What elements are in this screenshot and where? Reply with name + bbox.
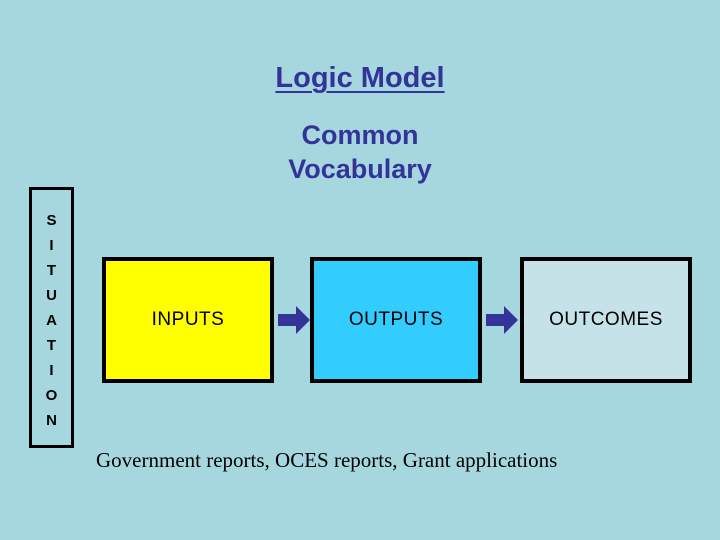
situation-box: S I T U A T I O N bbox=[29, 187, 74, 448]
situation-letter: S bbox=[46, 212, 57, 229]
caption-text: Government reports, OCES reports, Grant … bbox=[96, 448, 558, 472]
situation-letter: U bbox=[46, 287, 57, 304]
situation-letter: I bbox=[49, 237, 54, 254]
flow-arrow-right-icon bbox=[277, 303, 311, 337]
flow-box-outcomes: OUTCOMES bbox=[520, 257, 692, 383]
situation-letter: I bbox=[49, 362, 54, 379]
situation-letter: A bbox=[46, 312, 57, 329]
situation-letter: O bbox=[45, 387, 58, 404]
page-title-text: Logic Model bbox=[275, 62, 445, 94]
flow-box-inputs: INPUTS bbox=[102, 257, 274, 383]
page-subtitle-line-2: Vocabulary bbox=[288, 154, 432, 184]
page-subtitle: Common Vocabulary bbox=[0, 118, 720, 186]
flow-box-outcomes-label: OUTCOMES bbox=[549, 309, 663, 330]
page-title: Logic Model bbox=[0, 62, 720, 95]
page-subtitle-line-1: Common bbox=[301, 120, 419, 150]
situation-letter: T bbox=[46, 262, 57, 279]
flow-box-outputs-label: OUTPUTS bbox=[348, 309, 444, 330]
situation-letter: T bbox=[46, 337, 57, 354]
situation-letter: N bbox=[46, 412, 57, 429]
flow-box-outputs: OUTPUTS bbox=[310, 257, 482, 383]
flow-box-inputs-label: INPUTS bbox=[151, 309, 225, 330]
flow-arrow-right-icon bbox=[485, 303, 519, 337]
